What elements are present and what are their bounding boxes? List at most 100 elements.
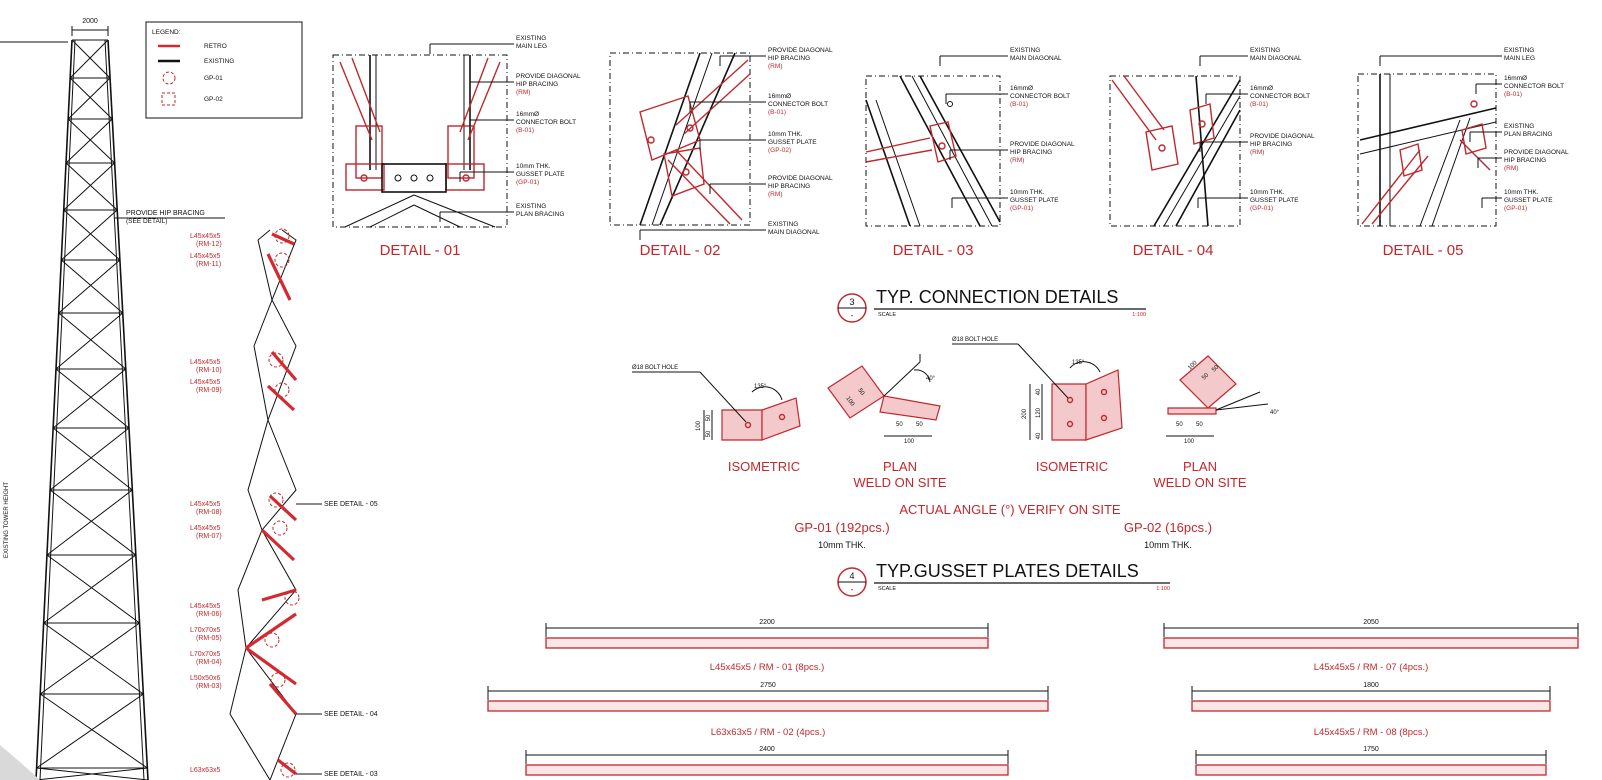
detail-note: EXISTING (1010, 47, 1040, 54)
detail-note: 10mm THK. (1504, 189, 1539, 196)
tower-diagonal (55, 368, 130, 429)
tower-diagonal (58, 259, 121, 314)
hip-bracing-see-detail: (SEE DETAIL) (126, 218, 167, 225)
tower-diagonal (71, 39, 111, 79)
see-detail-markers: SEE DETAIL - 05 SEE DETAIL - 04 SEE DETA… (296, 501, 378, 778)
tower-right-leg-inner (104, 39, 145, 780)
detail-note: MAIN DIAGONAL (1010, 55, 1062, 62)
legend-gp01: GP-01 (204, 75, 223, 82)
detail-02 (609, 52, 751, 226)
detail-title: DETAIL - 02 (640, 242, 721, 259)
retrofit-member (266, 384, 296, 412)
member-size-label: L63x63x5 (190, 767, 220, 774)
svg-text:50: 50 (896, 422, 903, 428)
member-tag-label: (RM-06) (196, 611, 222, 618)
detail-note: EXISTING (1250, 47, 1280, 54)
detail-note: GUSSET PLATE (516, 171, 565, 178)
detail-title: DETAIL - 05 (1383, 242, 1464, 259)
svg-text:100: 100 (696, 420, 702, 431)
detail-note: PROVIDE DIAGONAL (1010, 141, 1075, 148)
detail-note: 10mm THK. (516, 163, 551, 170)
detail-note: 16mmØ (516, 111, 539, 118)
tower-diagonal (63, 162, 115, 211)
bar-length: 2750 (760, 682, 776, 689)
detail-note: HIP BRACING (1250, 141, 1292, 148)
member-size-label: L45x45x5 (190, 359, 220, 366)
detail-note: EXISTING (516, 203, 546, 210)
detail-note-tag: (RM) (1010, 157, 1024, 164)
detail-note-tag: (RM) (768, 191, 782, 198)
gp01-isometric: Ø18 BOLT HOLE 135° 100 50 50 (632, 365, 801, 441)
gp02-symbol-icon (161, 92, 176, 106)
detail-note: MAIN LEG (516, 43, 547, 50)
detail-note: 16mmØ (1250, 85, 1273, 92)
member-bar (1191, 700, 1551, 712)
member-bar (1163, 637, 1579, 649)
detail-04 (1109, 75, 1241, 227)
tower-diagonal (36, 693, 144, 769)
member-bar (487, 700, 1049, 712)
tower-diagonal (63, 209, 121, 261)
gp01-40-angle: 40° (926, 376, 936, 382)
retrofit-member (260, 528, 296, 562)
tower-diagonal (60, 209, 118, 261)
legend-title: LEGEND: (152, 29, 181, 36)
tower-diagonal (69, 77, 113, 120)
detail-note: PLAN BRACING (1504, 131, 1552, 138)
detail-note: HIP BRACING (768, 55, 810, 62)
gusset-marker (274, 382, 290, 398)
tower-diagonal (65, 118, 113, 164)
gp01-title: GP-01 (192pcs.) (794, 520, 889, 535)
detail-note: CONNECTOR BOLT (516, 119, 576, 126)
legend-retro: RETRO (204, 43, 227, 50)
tower-diagonal (49, 427, 130, 491)
member-bar-label: L45x45x5 / RM - 01 (8pcs.) (710, 662, 825, 673)
svg-text:100: 100 (1187, 360, 1199, 372)
detail-note: MAIN LEG (1504, 55, 1535, 62)
member-tag-label: (RM-09) (196, 387, 222, 394)
svg-text:50: 50 (1201, 372, 1210, 381)
detail-note: 10mm THK. (1250, 189, 1285, 196)
detail-note: CONNECTOR BOLT (1250, 93, 1310, 100)
member-size-label: L70x70x5 (190, 651, 220, 658)
verify-angle-note: ACTUAL ANGLE (°) VERIFY ON SITE (899, 502, 1121, 517)
legend: LEGEND: RETRO EXISTING GP-01 GP-02 (145, 21, 303, 119)
gusset-marker (274, 252, 290, 268)
gp01-thickness: 10mm THK. (818, 540, 866, 550)
svg-text:120: 120 (1036, 407, 1042, 418)
detail-note-tag: (B-01) (1010, 101, 1028, 108)
svg-text:50: 50 (916, 422, 923, 428)
member-size-label: L45x45x5 (190, 379, 220, 386)
member-tag-label: (RM-04) (196, 659, 222, 666)
retrofit-member (245, 612, 297, 650)
member-size-label: L45x45x5 (190, 253, 220, 260)
detail-title: DETAIL - 03 (893, 242, 974, 259)
tower-diagonal (52, 368, 127, 429)
detail-note: 10mm THK. (768, 131, 803, 138)
section-4-dash: - (851, 585, 854, 594)
member-size-label: L45x45x5 (190, 501, 220, 508)
member-tag-label: (RM-08) (196, 509, 222, 516)
svg-text:100: 100 (904, 439, 915, 445)
hip-bracing-note: PROVIDE HIP BRACING (126, 210, 205, 217)
member-tag-label: (RM-11) (196, 261, 221, 268)
member-size-label: L50x50x6 (190, 675, 220, 682)
gusset-marker (284, 590, 300, 606)
member-size-label: L45x45x5 (190, 233, 220, 240)
retrofit-member (268, 494, 298, 522)
tower-frame (35, 39, 149, 780)
detail-note-tag: (GP-01) (516, 179, 539, 186)
detail-note: HIP BRACING (1010, 149, 1052, 156)
bar-length: 2050 (1363, 619, 1379, 626)
gusset-marker (274, 228, 290, 244)
member-tag-label: (RM-12) (196, 241, 222, 248)
detail-note: PROVIDE DIAGONAL (1504, 149, 1569, 156)
detail-note: 16mmØ (768, 93, 791, 100)
tower-diagonal (43, 554, 137, 624)
bar-length: 1800 (1363, 682, 1379, 689)
svg-text:50: 50 (1196, 422, 1203, 428)
tower-left-leg (35, 39, 73, 780)
detail-note-tag: (B-01) (1250, 101, 1268, 108)
member-size-label: L45x45x5 (190, 525, 220, 532)
